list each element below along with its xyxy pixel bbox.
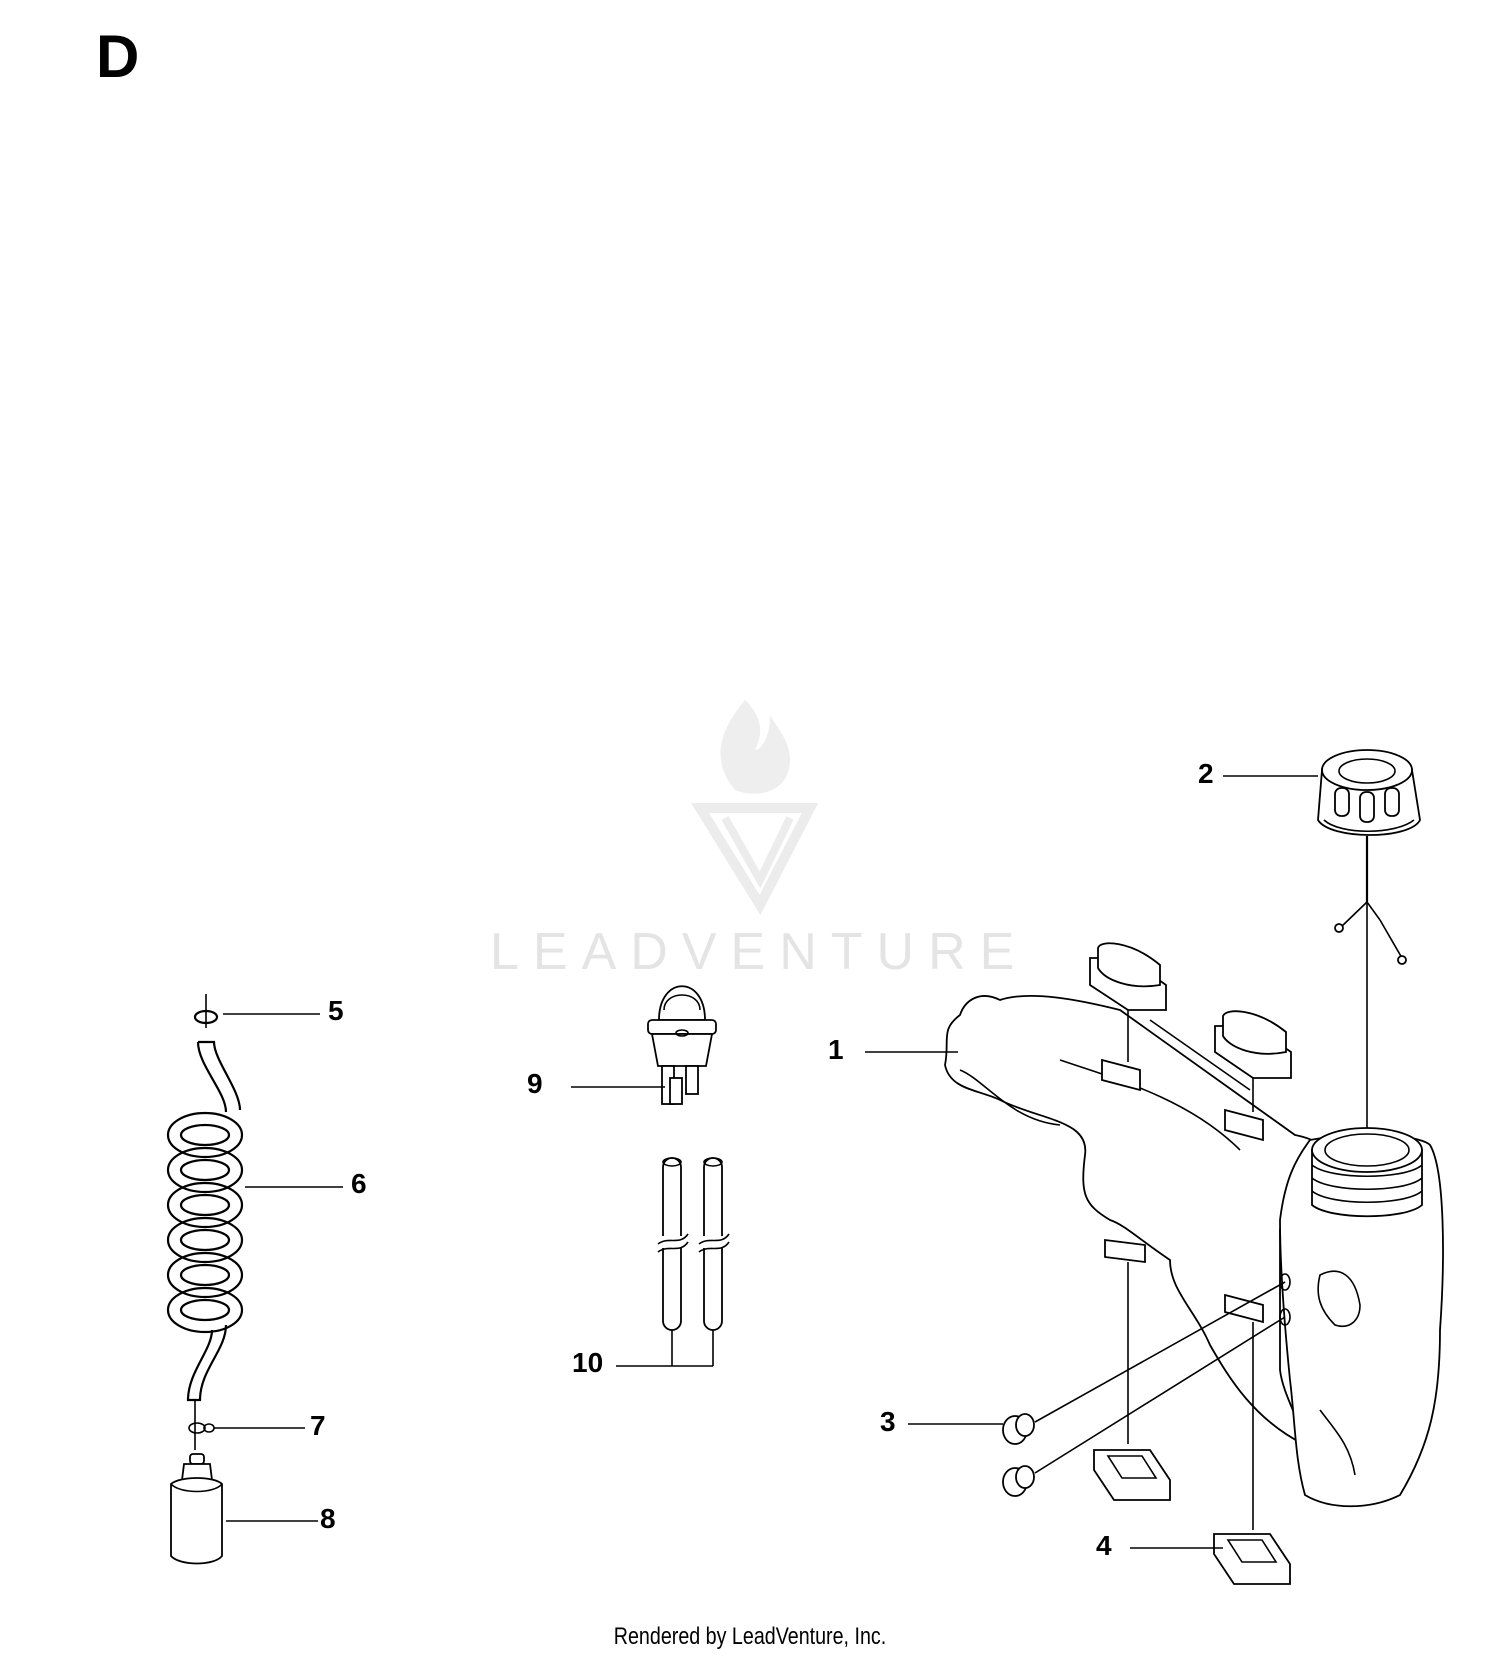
part-10-fuel-lines [616, 1157, 730, 1367]
callout-5: 5 [328, 995, 344, 1026]
callout-4: 4 [1096, 1530, 1112, 1561]
part-2-fuel-cap [1223, 749, 1421, 1176]
callout-2: 2 [1198, 758, 1214, 789]
part-7-clip [188, 1400, 305, 1450]
callout-9: 9 [527, 1068, 543, 1099]
callout-1: 1 [828, 1034, 844, 1065]
callout-7: 7 [310, 1410, 326, 1441]
watermark-text: LEADVENTURE [490, 923, 1029, 981]
part-mount-rubbers-top [1089, 942, 1292, 1112]
part-8-fuel-filter [170, 1453, 318, 1565]
section-letter: D [96, 23, 140, 90]
footer-credit: Rendered by LeadVenture, Inc. [613, 1623, 887, 1650]
part-5-o-ring [193, 994, 320, 1028]
callout-6: 6 [351, 1168, 367, 1199]
callout-8: 8 [320, 1503, 336, 1534]
callout-3: 3 [880, 1406, 896, 1437]
part-6-fuel-hose [166, 1040, 343, 1402]
part-4-mounts [1093, 1262, 1291, 1585]
part-1-fuel-tank [865, 995, 1444, 1508]
callout-10: 10 [572, 1347, 604, 1378]
part-3-plugs [908, 1281, 1286, 1497]
part-9-primer-bulb [571, 985, 717, 1105]
